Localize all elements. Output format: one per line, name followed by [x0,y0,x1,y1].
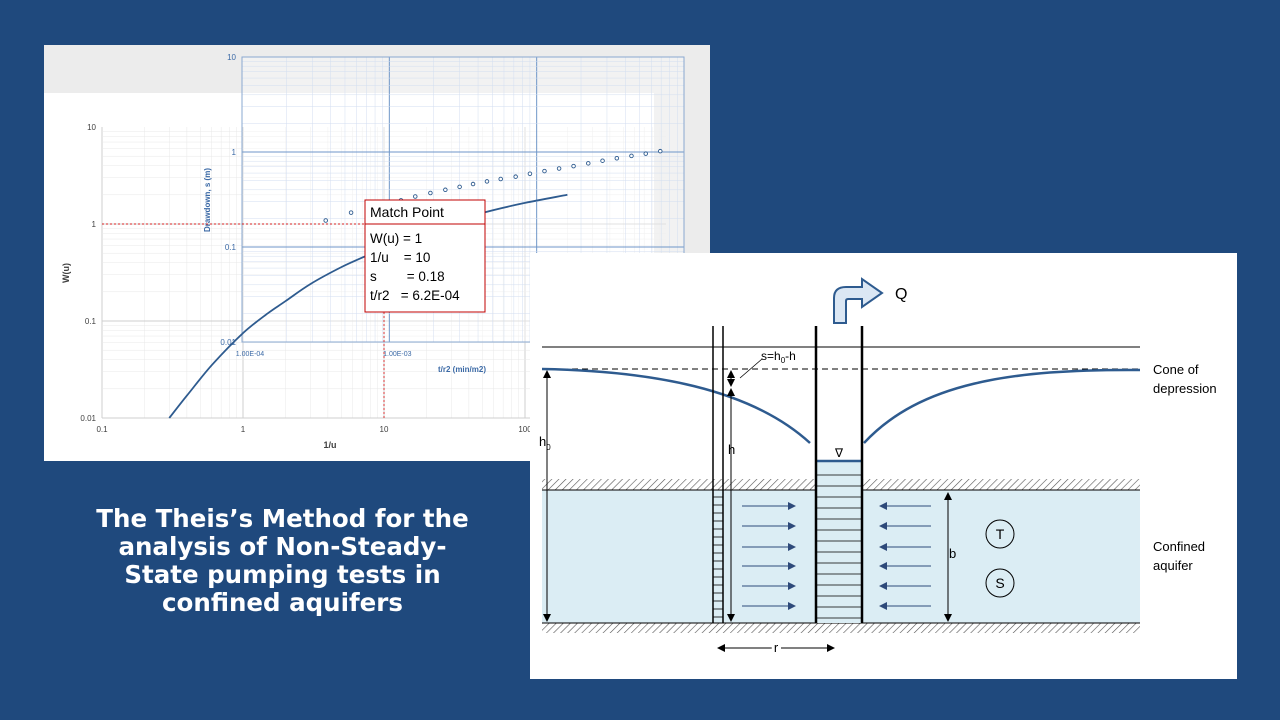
cone-of-depression-right [863,368,1141,444]
aquifer-label-line-2: aquifer [1153,558,1193,573]
slide-title: The Theis’s Method for the analysis of N… [60,505,505,617]
data-point [484,179,490,184]
b-label: b [949,546,956,561]
cone-of-depression-left [541,367,811,444]
data-point [629,153,634,159]
data-point [348,210,354,215]
w-y-tick-label: 0.1 [85,317,97,326]
observation-well [712,326,724,623]
slide-title-line-2: analysis of Non-Steady- [118,532,447,561]
w-x-tick-label: 1 [241,425,246,434]
data-point [586,161,591,166]
data-point [542,168,547,174]
pumping-well-diagram-panel: ∇ Q s=h0-h h0 h b r T S Cone of [530,253,1237,679]
slide-title-line-1: The Theis’s Method for the [96,504,469,533]
aquifer-label-line-1: Confined [1153,539,1205,554]
s-y-tick-label: 10 [227,53,236,62]
s-x-axis-title: t/r2 (min/m2) [438,365,486,374]
s-x-tick-label: 1.00E-04 [236,351,265,358]
slide-title-line-3: State pumping tests in [124,560,441,589]
w-y-tick-label: 10 [87,123,96,132]
w-x-tick-label: 10 [380,425,389,434]
water-level-symbol: ∇ [834,446,844,460]
drawdown-leader [739,358,763,379]
drawdown-label: s=h0-h [761,349,796,365]
w-x-tick-label: 100 [518,425,532,434]
data-point [527,171,533,177]
data-point [600,158,605,163]
transmissivity-label: T [996,526,1005,542]
slide-title-line-4: confined aquifers [162,588,403,617]
data-point [614,155,620,161]
match-line-tr2: t/r2 = 6.2E-04 [370,288,460,303]
data-point [571,163,576,169]
pumping-well [814,326,864,623]
s-y-tick-label: 1 [232,148,237,157]
storativity-symbol: S [985,568,1015,598]
match-point-box: Match Point W(u) = 1 1/u = 10 s = 0.18 t… [364,199,486,313]
data-point [470,181,476,187]
w-y-tick-label: 1 [92,220,97,229]
h-label: h [728,442,735,457]
back-plot-band-top [44,45,710,93]
data-point [457,184,462,190]
match-line-1u: 1/u = 10 [370,250,430,265]
w-x-axis-title: 1/u [323,440,336,450]
s-x-tick-label: 1.00E-03 [383,351,412,358]
data-point [428,190,433,196]
cone-label-line-1: Cone of [1153,362,1199,377]
data-point [498,176,503,182]
data-point [643,151,648,156]
transmissivity-symbol: T [985,519,1015,549]
groundwater-flow-arrows [742,502,931,610]
s-y-tick-label: 0.1 [225,243,237,252]
storativity-label: S [995,575,1004,591]
w-y-axis-title: W(u) [61,263,71,283]
data-point [323,218,328,223]
lower-confining-layer [542,623,1140,633]
data-point [443,187,448,193]
match-line-wu: W(u) = 1 [370,231,422,246]
discharge-arrow [833,277,884,324]
discharge-label: Q [895,286,907,303]
cone-label-line-2: depression [1153,381,1217,396]
match-point-title: Match Point [370,204,444,220]
pumping-well-diagram: ∇ Q s=h0-h h0 h b r T S Cone of [539,277,1217,658]
data-point [413,194,418,199]
data-point [658,148,663,154]
h0-label: h0 [539,434,551,452]
r-label: r [774,640,779,655]
data-point [513,174,518,179]
w-x-tick-label: 0.1 [96,425,108,434]
match-line-s: s = 0.18 [370,269,445,284]
s-y-axis-title: Drawdown, s (m) [203,168,212,232]
w-y-tick-label: 0.01 [80,414,96,423]
data-point [556,166,562,171]
s-y-tick-label: 0.01 [220,338,236,347]
